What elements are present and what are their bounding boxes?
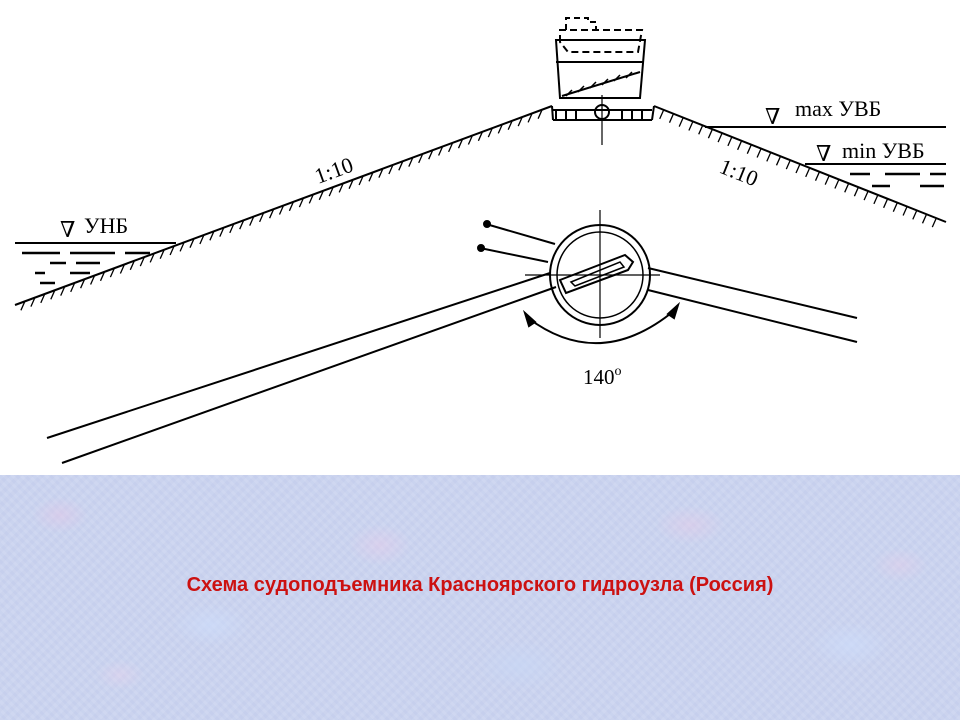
angle-arrow-right [666,301,681,320]
cable-upper [485,223,556,245]
upper-max-label: max УВБ [795,96,881,121]
angle-label: 140o [583,364,622,389]
ship-lift-diagram: ∇ ∇ ∇ УНБ max УВБ min УВБ 1:10 1:10 140o [14,17,947,464]
left-slope-hatching [20,109,543,311]
caption-panel: Схема судоподъемника Красноярского гидро… [0,475,960,720]
lower-water-marker-icon: ∇ [60,217,75,242]
diagram-svg: ∇ ∇ ∇ УНБ max УВБ min УВБ 1:10 1:10 140o [14,17,947,464]
chamber-supports [555,110,643,120]
crest-left-edge [551,105,554,121]
ship-chamber-body [554,39,647,99]
cable-lower [479,247,549,263]
left-slope-label: 1:10 [311,152,356,189]
upper-min-marker-icon: ∇ [816,141,831,166]
right-slope-label: 1:10 [716,153,762,191]
angle-arc [527,309,676,344]
right-rail-upper [647,267,858,319]
crest-right-edge [651,105,655,121]
left-rail-upper [46,272,551,439]
angle-arrow-left [522,309,537,328]
upper-max-marker-icon: ∇ [765,104,780,129]
turntable-chamber-inner [569,261,626,287]
right-slope-hatching [659,109,937,228]
cable-end [483,220,491,228]
diagram-caption: Схема судоподъемника Красноярского гидро… [186,574,774,596]
left-rail-lower [61,286,557,464]
right-rail-lower [647,289,858,343]
ship-cabin-dashed [565,17,597,30]
turntable-chamber [558,253,635,295]
cable-end [477,244,485,252]
ship-hull-dashed [559,29,644,53]
upper-min-label: min УВБ [842,138,925,163]
wedge-hatch [565,71,633,97]
lower-water-label: УНБ [84,213,128,238]
